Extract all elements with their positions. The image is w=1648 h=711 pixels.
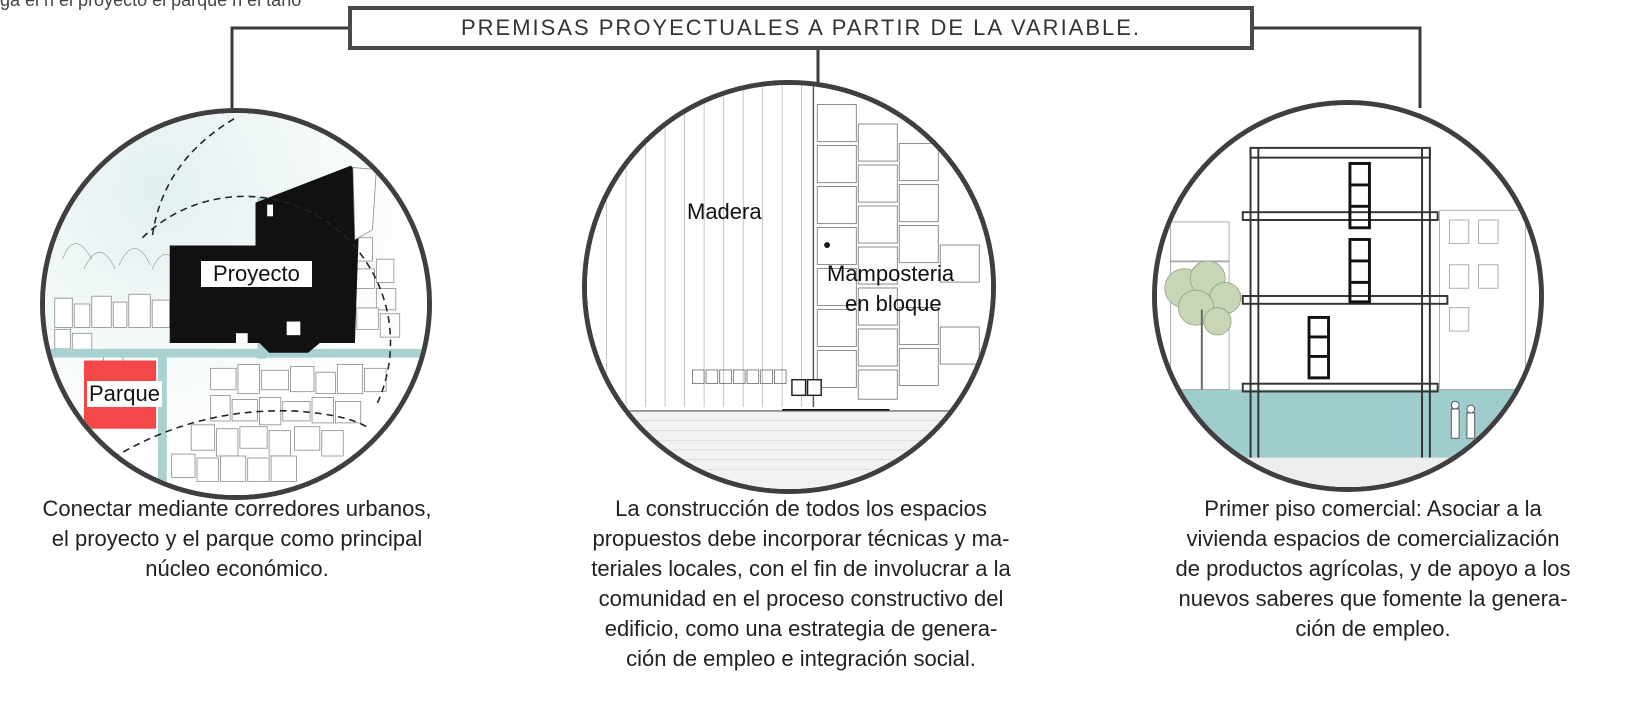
caption-line: comunidad en el proceso constructivo del [598, 586, 1004, 611]
caption-right: Primer piso comercial: Asociar a la vivi… [1128, 494, 1618, 644]
project-label: Proyecto [201, 261, 312, 287]
map-illustration [45, 113, 427, 495]
caption-line: el proyecto y el parque como principal [51, 526, 423, 551]
masonry-label-1: Mamposteria [827, 261, 955, 286]
diagram-title: PREMISAS PROYECTUALES A PARTIR DE LA VAR… [460, 15, 1142, 40]
caption-line: edificio, como una estrategia de genera- [604, 616, 998, 641]
caption-center: La construcción de todos los espacios pr… [556, 494, 1046, 674]
building-circle [1152, 100, 1544, 492]
caption-line: teriales locales, con el fin de involucr… [591, 556, 1011, 581]
caption-line: La construcción de todos los espacios [615, 496, 987, 521]
caption-line: de productos agrícolas, y de apoyo a los [1175, 556, 1571, 581]
caption-line: ción de empleo. [1295, 616, 1451, 641]
map-circle: Proyecto Parque [40, 108, 432, 500]
wood-label: Madera [687, 199, 762, 224]
connector-right [1254, 26, 1422, 108]
masonry-label-2: en bloque [845, 291, 942, 316]
materials-circle: Madera Mamposteria en bloque [582, 80, 996, 494]
caption-line: propuestos debe incorporar técnicas y ma… [592, 526, 1010, 551]
caption-line: ción de empleo e integración social. [626, 646, 976, 671]
top-text-fragment: ga el n el proyecto el parque n el tano [0, 0, 302, 10]
caption-left: Conectar mediante corredores urbanos, el… [0, 494, 482, 584]
building-illustration [1157, 105, 1539, 487]
caption-line: Conectar mediante corredores urbanos, [42, 496, 432, 521]
park-label: Parque [87, 381, 162, 407]
connector-left [230, 26, 348, 124]
caption-line: nuevos saberes que fomente la genera- [1178, 586, 1568, 611]
caption-line: vivienda espacios de comercialización [1186, 526, 1560, 551]
caption-line: Primer piso comercial: Asociar a la [1204, 496, 1542, 521]
caption-line: núcleo económico. [145, 556, 329, 581]
materials-illustration [587, 85, 991, 489]
title-box: PREMISAS PROYECTUALES A PARTIR DE LA VAR… [348, 6, 1254, 50]
